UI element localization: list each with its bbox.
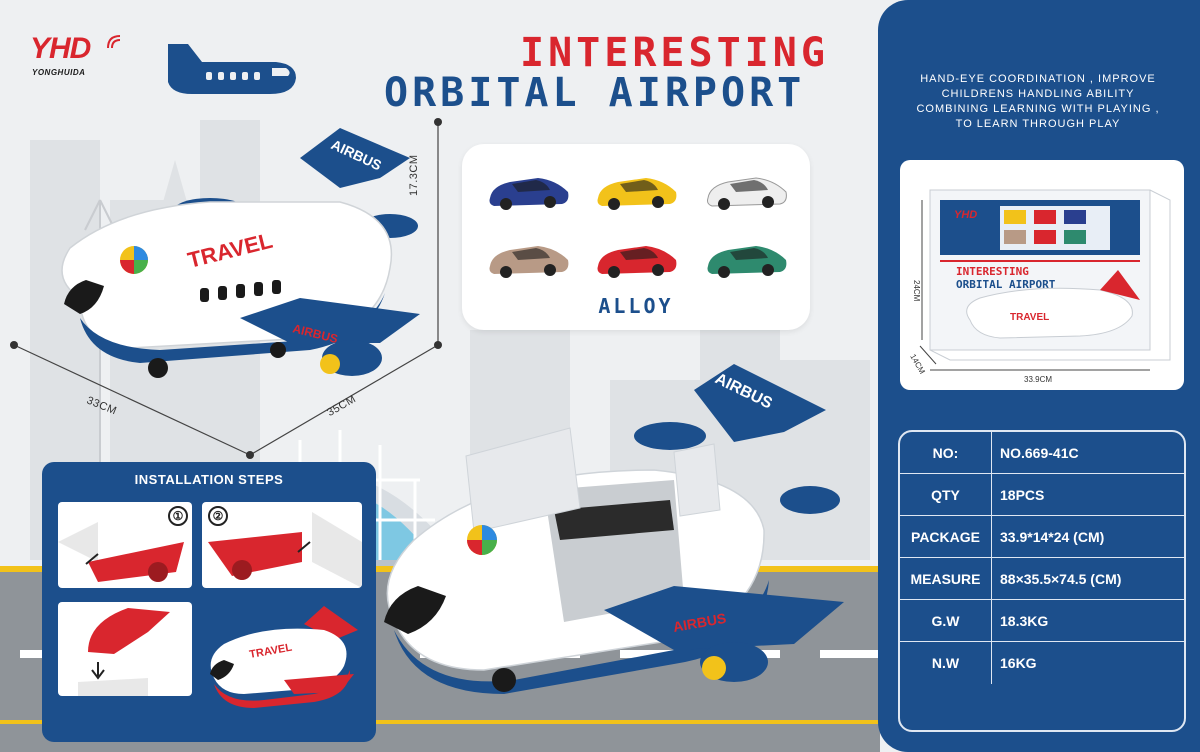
brand-logo-subtext: YONGHUIDA [32, 68, 86, 77]
plane-silhouette-icon [168, 44, 296, 94]
alloy-car [707, 177, 787, 210]
spec-value: 88×35.5×74.5 (CM) [1000, 571, 1122, 587]
package-title-line1: INTERESTING [956, 265, 1029, 278]
step-card-2: ② [202, 502, 362, 588]
alloy-car [597, 246, 677, 278]
feature-line: TO LEARN THROUGH PLAY [955, 118, 1121, 130]
package-dim-width: 33.9CM [1024, 375, 1052, 384]
spec-row: NO: NO.669-41C [900, 432, 1184, 474]
step-card-3: ③ [58, 602, 192, 696]
spec-key: PACKAGE [900, 516, 992, 558]
spec-key: N.W [900, 642, 992, 684]
package-dim-height: 24CM [912, 280, 921, 302]
dimension-lines [10, 118, 442, 459]
step-2-illustration [208, 512, 362, 588]
feature-line: CHILDRENS HANDLING ABILITY [941, 88, 1135, 100]
spec-row: QTY 18PCS [900, 474, 1184, 516]
feature-line: HAND-EYE COORDINATION , IMPROVE [920, 73, 1156, 85]
step-card-1: ① [58, 502, 192, 588]
spec-value: 16KG [1000, 655, 1037, 671]
features-text: HAND-EYE COORDINATION , IMPROVE CHILDREN… [900, 72, 1176, 132]
step-1-illustration [58, 522, 184, 582]
alloy-car [597, 178, 677, 210]
spec-key: G.W [900, 600, 992, 642]
package-banner: TRAVEL [1010, 312, 1049, 323]
alloy-label: ALLOY [598, 294, 674, 318]
red-plane-illustration: TRAVEL [210, 606, 358, 708]
spec-key: QTY [900, 474, 992, 516]
alloy-cars-card: ALLOY [462, 144, 810, 330]
title-line2: ORBITAL AIRPORT [384, 70, 806, 116]
spec-value: 18.3KG [1000, 613, 1049, 629]
title-line1: INTERESTING [520, 30, 829, 76]
plane-open-illustration: AIRBUS AIRBUS [384, 364, 844, 694]
plane-top-illustration: AIRBUS TRAVEL AIRBUS [61, 128, 420, 378]
alloy-car [489, 178, 569, 210]
installation-title: INSTALLATION STEPS [134, 472, 284, 487]
spec-row: PACKAGE 33.9*14*24 (CM) [900, 516, 1184, 558]
signal-icon [107, 35, 121, 49]
installation-steps-panel: INSTALLATION STEPS ① ② [42, 462, 376, 742]
spec-row: MEASURE 88×35.5×74.5 (CM) [900, 558, 1184, 600]
spec-table: NO: NO.669-41C QTY 18PCS PACKAGE 33.9*14… [898, 430, 1186, 732]
step-number-1: ① [168, 506, 188, 526]
brand-logo-mark: YHD [30, 32, 91, 65]
package-box-card: YHD INTERESTING ORBITAL AIRPORT TRAVEL 2… [900, 160, 1184, 390]
package-dim-depth: 14CM [908, 353, 927, 376]
alloy-car [489, 246, 569, 278]
feature-line: COMBINING LEARNING WITH PLAYING , [916, 103, 1160, 115]
spec-value: NO.669-41C [1000, 445, 1079, 461]
spec-key: NO: [900, 432, 992, 474]
step-number-2: ② [208, 506, 228, 526]
spec-key: MEASURE [900, 558, 992, 600]
spec-value: 33.9*14*24 (CM) [1000, 529, 1105, 545]
spec-row: N.W 16KG [900, 642, 1184, 684]
package-logo: YHD [954, 209, 977, 221]
brand-logo: YHD YONGHUIDA [28, 30, 138, 80]
step-3-illustration [78, 608, 170, 696]
package-box-illustration: YHD INTERESTING ORBITAL AIRPORT TRAVEL 2… [908, 189, 1171, 384]
spec-row: G.W 18.3KG [900, 600, 1184, 642]
alloy-car [707, 246, 787, 278]
spec-value: 18PCS [1000, 487, 1045, 503]
package-title-line2: ORBITAL AIRPORT [956, 278, 1056, 291]
